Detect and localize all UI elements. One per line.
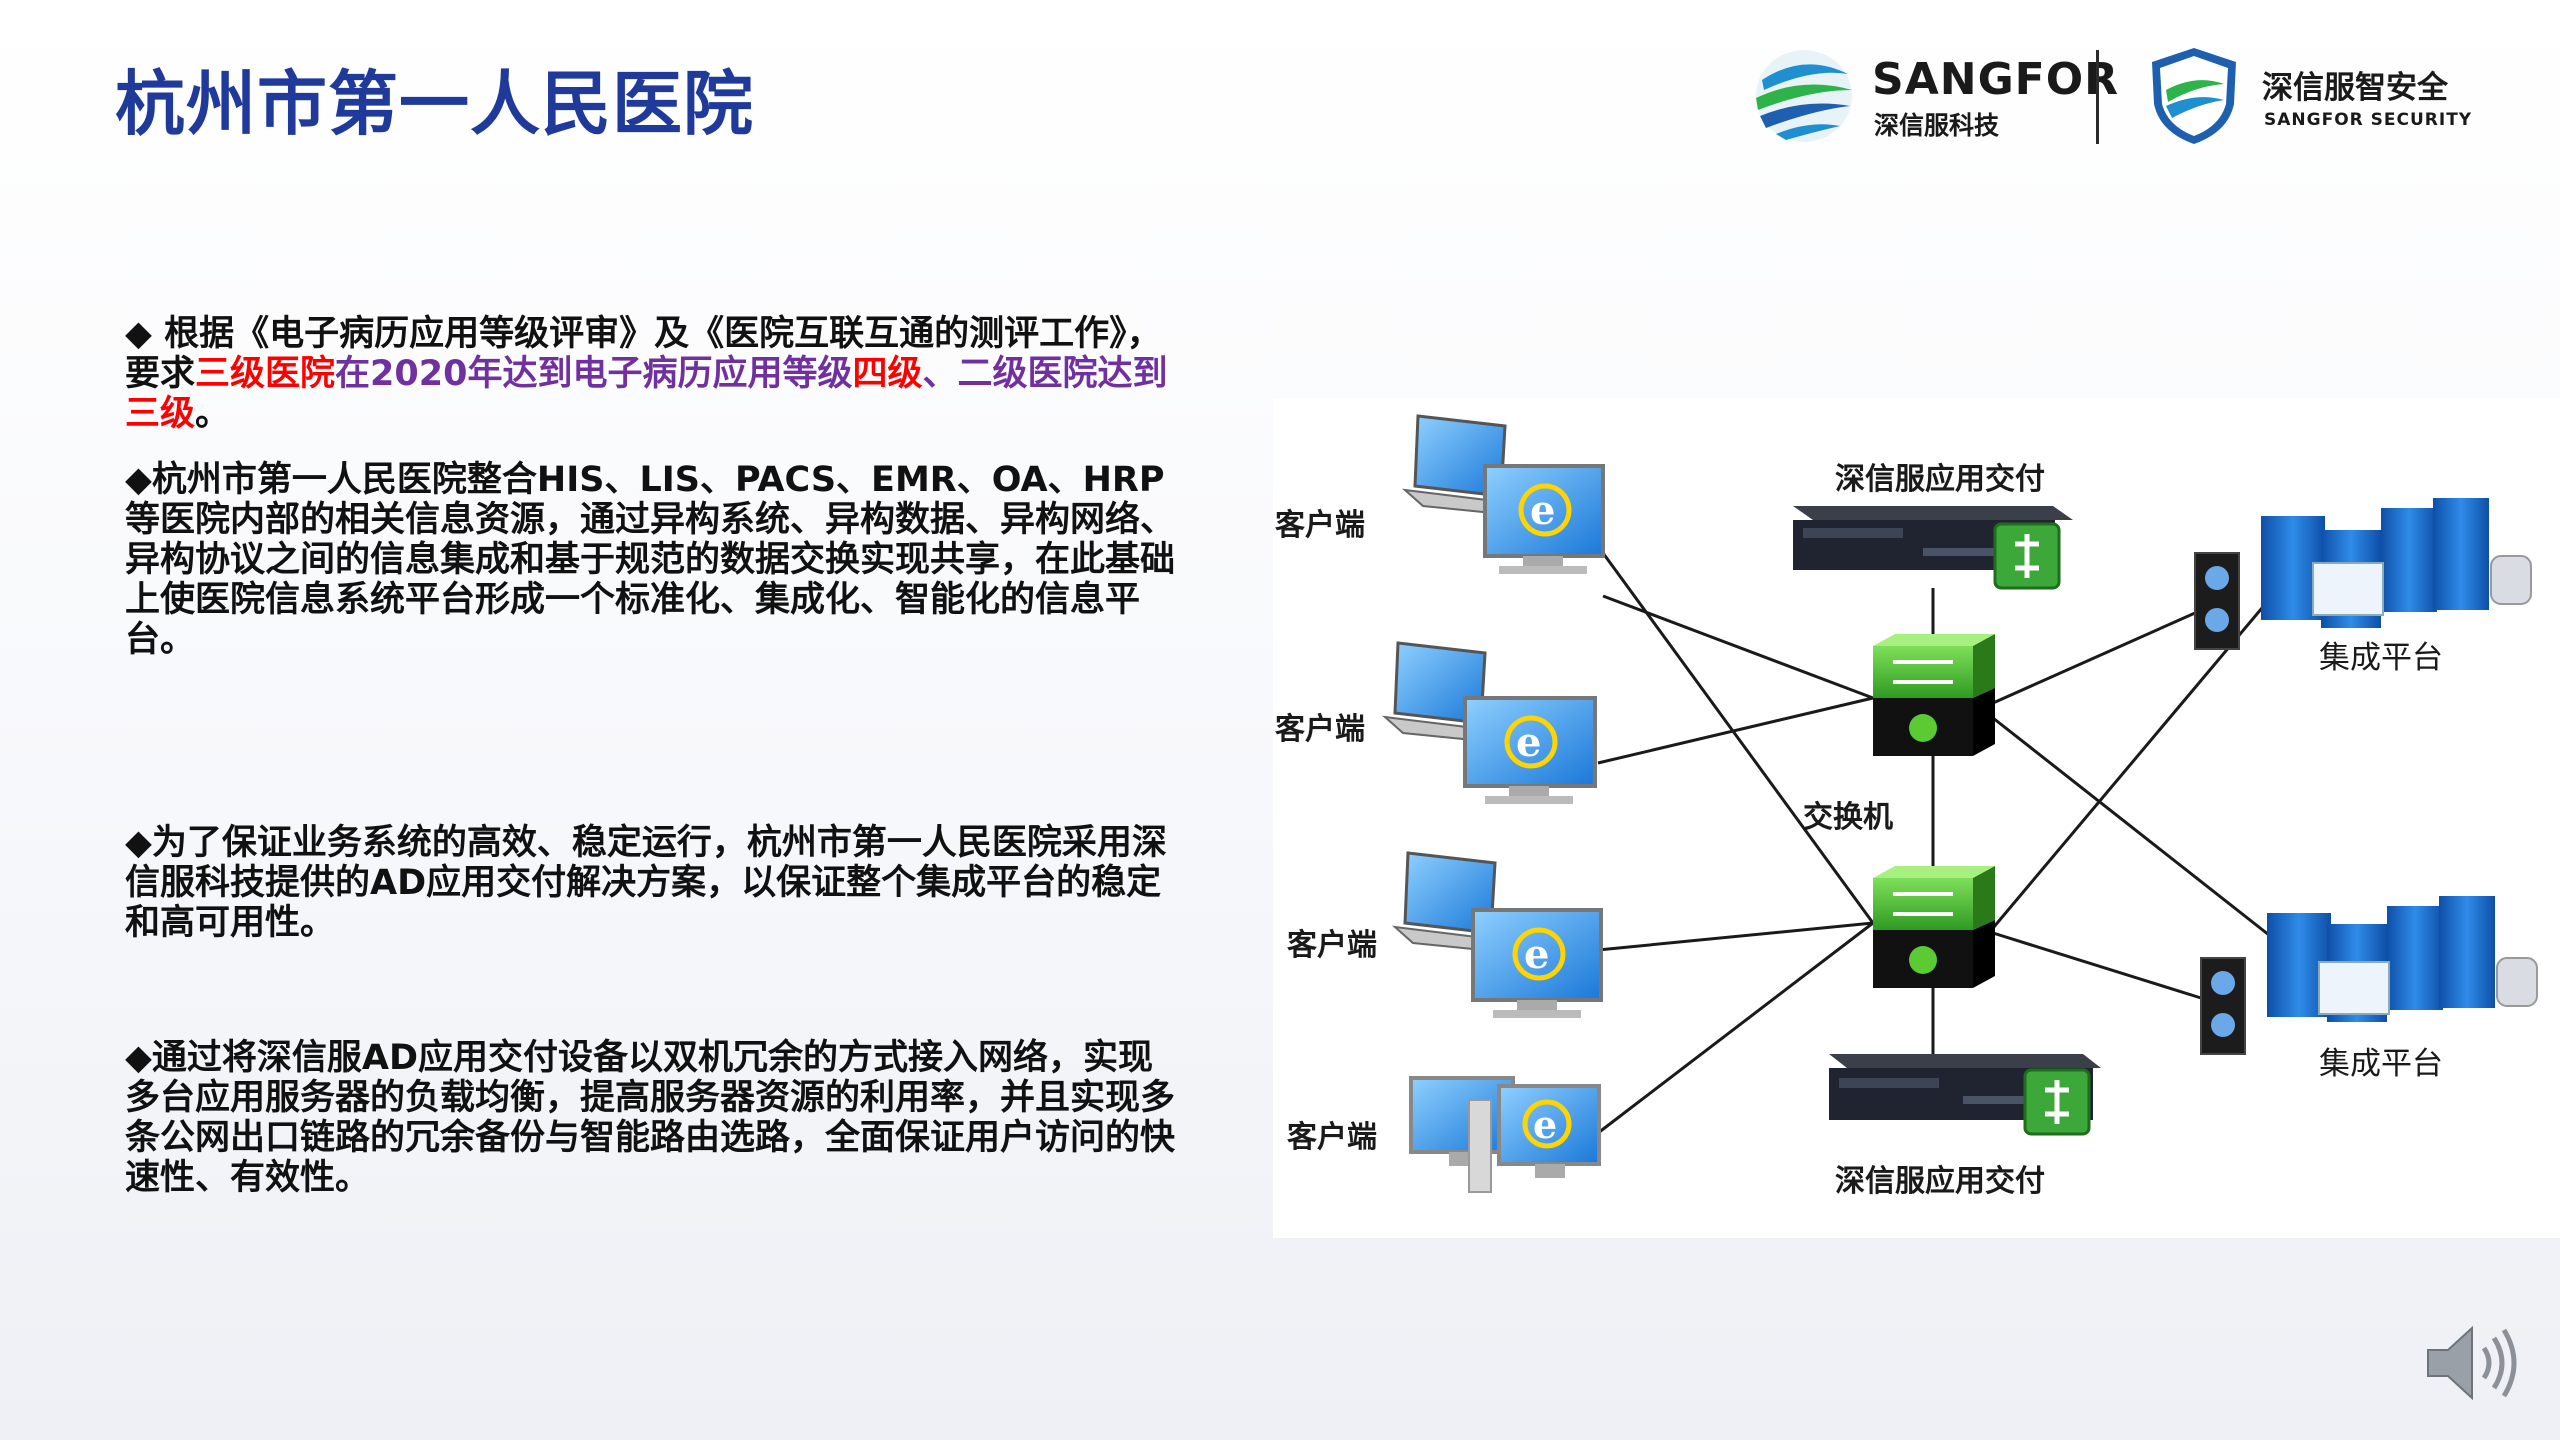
client-4-desktop-icon: e bbox=[1409, 1076, 1601, 1193]
svg-text:e: e bbox=[1524, 931, 1549, 978]
client-2-label: 客户端 bbox=[1275, 712, 1365, 747]
paragraph-ad-solution: ◆为了保证业务系统的高效、稳定运行，杭州市第一人民医院采用深信服科技提供的AD应… bbox=[125, 823, 1167, 943]
security-en-name: SANGFOR SECURITY bbox=[2264, 110, 2473, 130]
sangfor-globe-icon bbox=[1756, 50, 1852, 142]
network-links bbox=[1597, 552, 2285, 1135]
svg-text:e: e bbox=[1516, 719, 1541, 766]
client-4-label: 客户端 bbox=[1287, 1120, 1377, 1155]
shield-icon bbox=[2152, 48, 2236, 144]
paragraph-redundancy: ◆通过将深信服AD应用交付设备以双机冗余的方式接入网络，实现多台应用服务器的负载… bbox=[125, 1038, 1176, 1198]
ad-top-label: 深信服应用交付 bbox=[1835, 462, 2045, 497]
ad-appliance-bottom-icon bbox=[1829, 1054, 2101, 1136]
logo-divider bbox=[2096, 50, 2099, 144]
security-cn-name: 深信服智安全 bbox=[2262, 70, 2448, 106]
client-3-laptop-icon: e bbox=[1391, 851, 1603, 1018]
highlight-level-3: 三级 bbox=[125, 394, 196, 434]
paragraph-integration: ◆杭州市第一人民医院整合HIS、LIS、PACS、EMR、OA、HRP等医院内部… bbox=[125, 460, 1176, 660]
switch-bottom-icon bbox=[1873, 866, 1995, 988]
ad-bottom-label: 深信服应用交付 bbox=[1835, 1164, 2045, 1199]
paragraph-requirements: ◆ 根据《电子病历应用等级评审》及《医院互联互通的测评工作》，要求三级医院在20… bbox=[125, 314, 1175, 434]
network-diagram: e e e e bbox=[1273, 398, 2560, 1238]
client-1-label: 客户端 bbox=[1275, 508, 1365, 543]
client-2-laptop-icon: e bbox=[1381, 641, 1597, 804]
paragraph-1-text: ◆ 根据《电子病历应用等级评审》及《医院互联互通的测评工作》，要求 bbox=[125, 314, 1162, 394]
paragraph-1-end: 。 bbox=[195, 394, 231, 434]
svg-text:e: e bbox=[1533, 1102, 1557, 1147]
switch-label: 交换机 bbox=[1803, 800, 1893, 835]
platform-2-label: 集成平台 bbox=[2319, 1046, 2443, 1082]
server-cluster-bottom-icon bbox=[2200, 896, 2538, 1055]
highlight-level-2-hospital: 、二级医院达到 bbox=[922, 354, 1168, 394]
network-diagram-graphics: e e e e bbox=[1381, 414, 2538, 1193]
page-title: 杭州市第一人民医院 bbox=[115, 63, 754, 145]
server-cluster-top-icon bbox=[2194, 498, 2532, 650]
switch-top-icon bbox=[1873, 634, 1995, 756]
sangfor-wordmark: SANGFOR bbox=[1872, 54, 2120, 105]
client-3-label: 客户端 bbox=[1287, 928, 1377, 963]
sangfor-logo: SANGFOR 深信服科技 bbox=[1752, 46, 2118, 146]
svg-text:e: e bbox=[1530, 487, 1555, 534]
audio-speaker-icon[interactable] bbox=[2420, 1318, 2520, 1408]
highlight-level-4: 四级 bbox=[852, 354, 923, 394]
highlight-2020-target: 在2020年达到电子病历应用等级 bbox=[335, 354, 853, 394]
highlight-level-3-hospital: 三级医院 bbox=[195, 354, 336, 394]
sangfor-security-logo: 深信服智安全 SANGFOR SECURITY bbox=[2146, 44, 2471, 148]
client-1-laptop-icon: e bbox=[1401, 414, 1605, 574]
sangfor-cn-name: 深信服科技 bbox=[1874, 111, 2000, 140]
platform-1-label: 集成平台 bbox=[2319, 640, 2443, 676]
ad-appliance-top-icon bbox=[1793, 506, 2073, 590]
